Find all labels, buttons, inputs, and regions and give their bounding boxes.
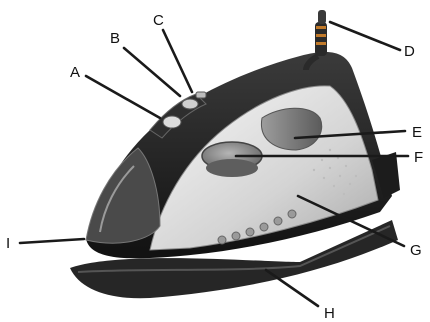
- leader-line-b: [124, 48, 180, 96]
- label-d: D: [404, 43, 415, 60]
- leader-line-a: [86, 76, 160, 118]
- leader-line-c: [163, 30, 192, 92]
- label-g: G: [410, 242, 422, 259]
- label-h: H: [324, 305, 335, 322]
- label-i: I: [6, 235, 10, 252]
- label-c: C: [153, 12, 164, 29]
- leader-line-i: [20, 239, 84, 243]
- label-f: F: [414, 149, 423, 166]
- leader-line-d: [330, 22, 400, 50]
- label-b: B: [110, 30, 120, 47]
- steam-boost-button: [182, 99, 198, 109]
- spray-button: [163, 116, 181, 128]
- steam-slider: [196, 92, 206, 98]
- label-a: A: [70, 64, 80, 81]
- label-e: E: [412, 124, 422, 141]
- temperature-dial-base: [206, 159, 258, 177]
